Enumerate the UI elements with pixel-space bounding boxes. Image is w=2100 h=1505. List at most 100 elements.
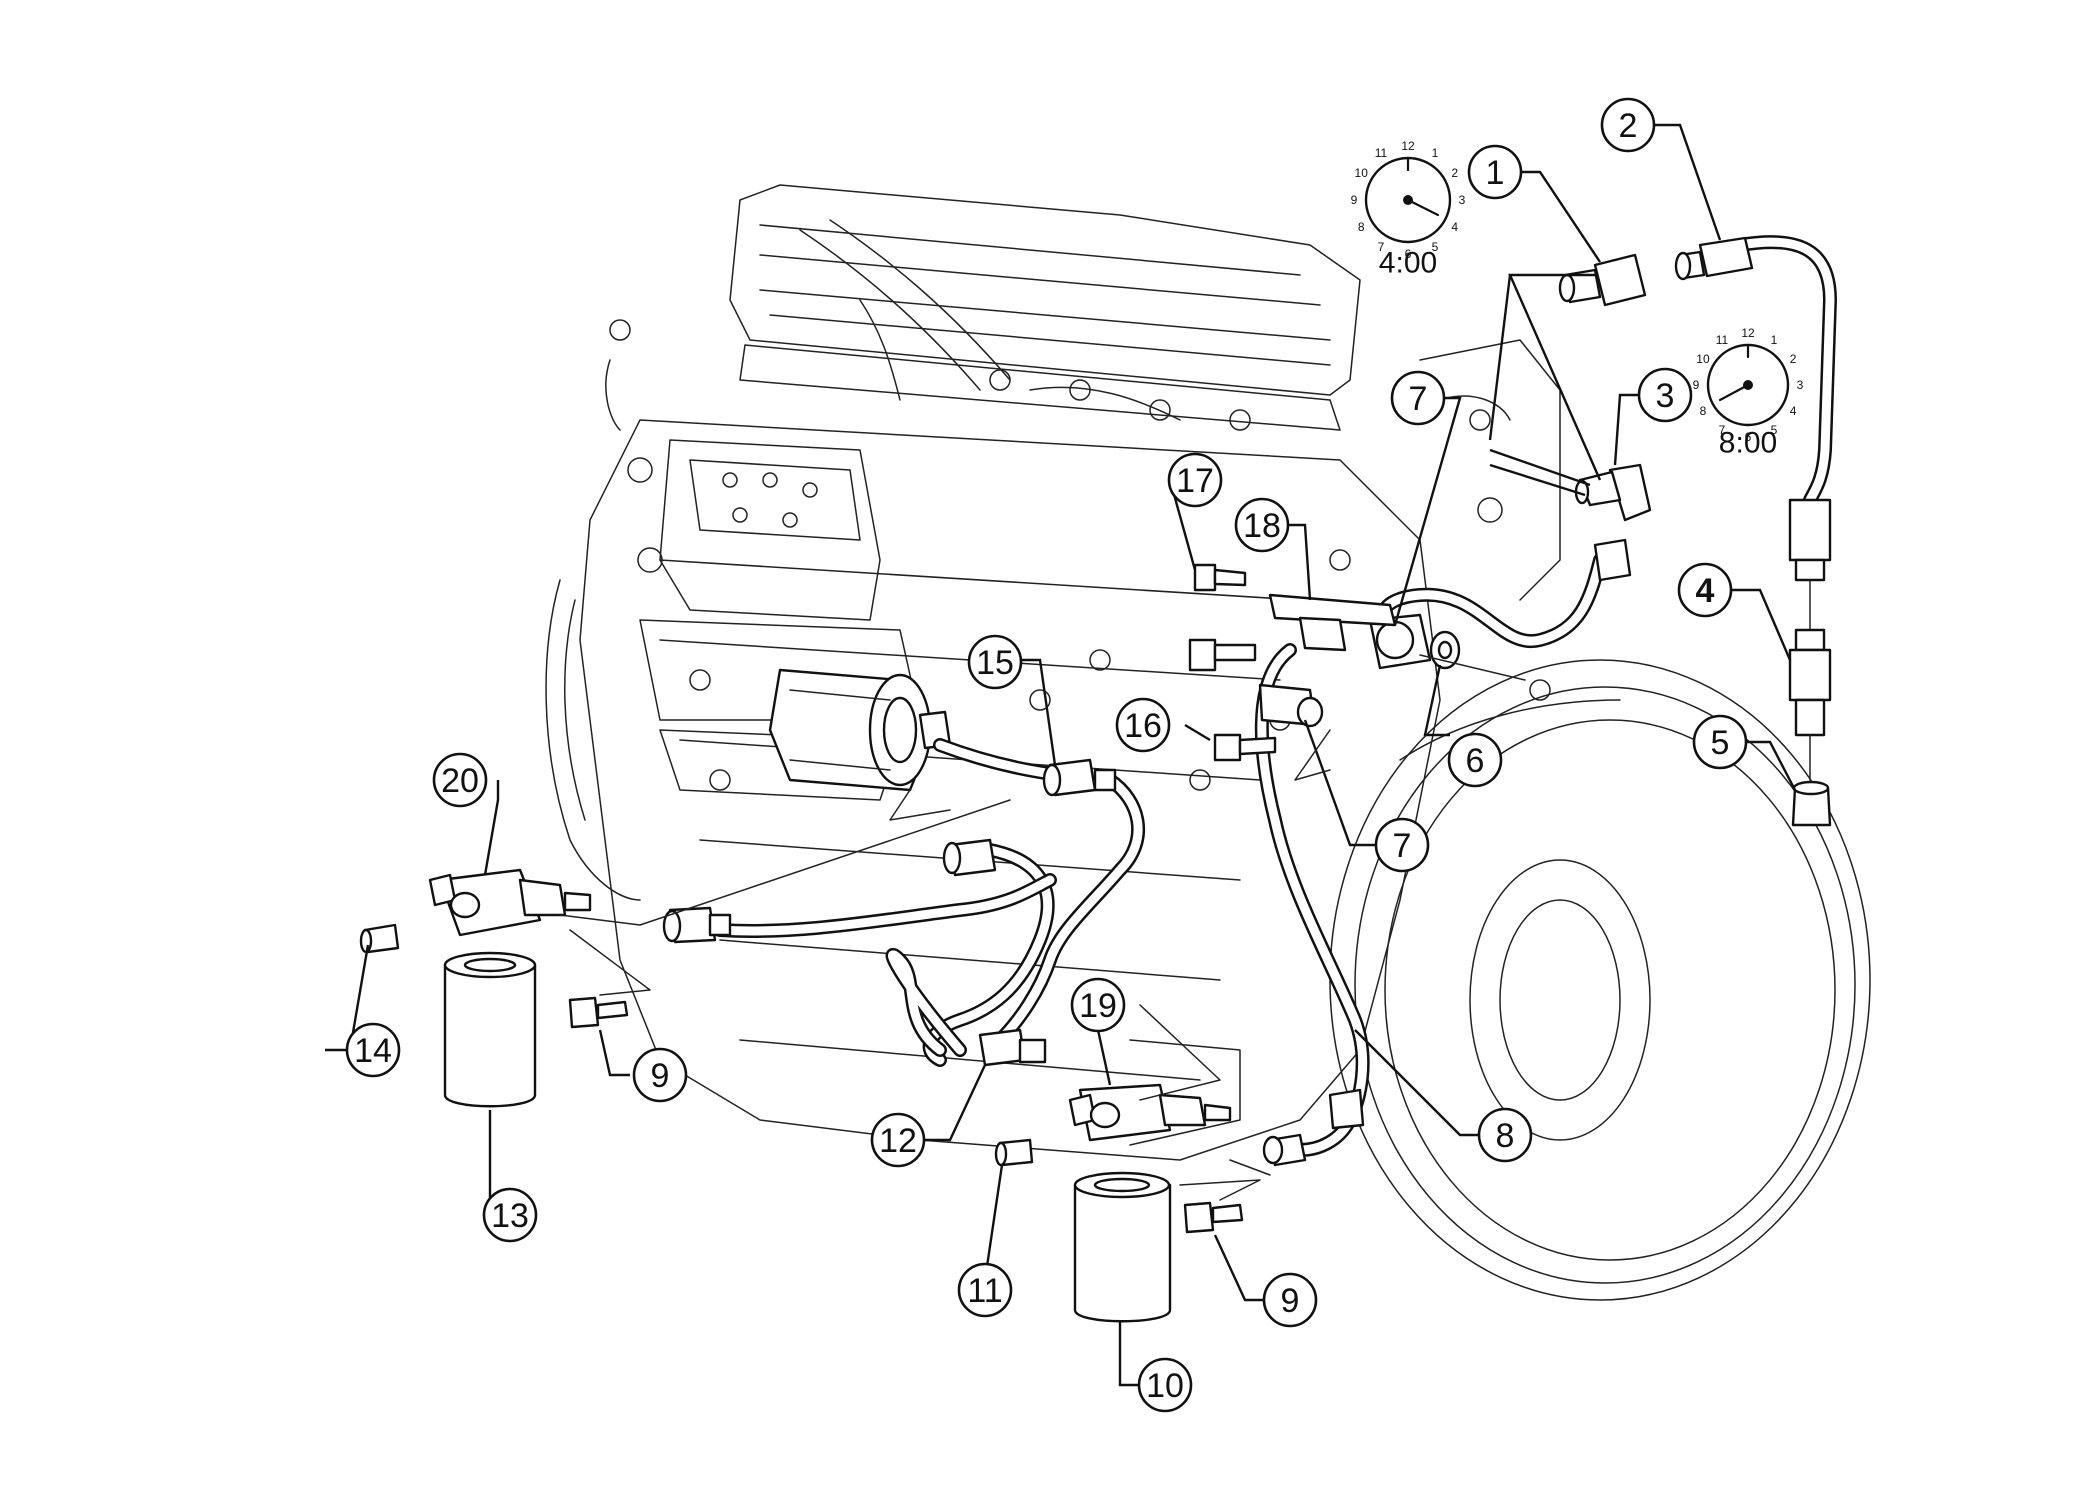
plug-11 xyxy=(994,1138,1034,1167)
clock-numeral: 2 xyxy=(1451,166,1458,180)
callout-circle xyxy=(1234,497,1290,553)
clock-numeral: 11 xyxy=(1375,146,1388,160)
fitting-mid xyxy=(942,838,997,877)
callout-circle xyxy=(1637,367,1693,423)
clock-upper-time: 4:00 xyxy=(1379,247,1437,280)
callout-number: 11 xyxy=(967,1272,1002,1310)
callout-c20: 20 xyxy=(432,752,488,808)
bolt-17 xyxy=(1193,563,1247,592)
callout-circle xyxy=(1477,1107,1533,1163)
callout-circle xyxy=(870,1112,926,1168)
callout-c9a: 9 xyxy=(632,1047,688,1103)
callout-number: 7 xyxy=(1393,827,1412,865)
clock-upper xyxy=(1364,156,1452,244)
clock-numeral: 6 xyxy=(1405,247,1412,261)
callout-number: 19 xyxy=(1079,987,1117,1025)
clock-numeral: 3 xyxy=(1459,193,1466,207)
clock-numeral: 8 xyxy=(1358,220,1365,234)
clock-lower-time: 8:00 xyxy=(1719,427,1777,460)
callout-circle xyxy=(967,634,1023,690)
callout-number: 9 xyxy=(651,1057,670,1095)
callout-number: 2 xyxy=(1619,107,1638,145)
leader-lines xyxy=(325,123,1797,1387)
callout-circle xyxy=(1374,817,1430,873)
callout-circle xyxy=(1167,452,1223,508)
connector-1 xyxy=(1558,253,1647,307)
fitting-12 xyxy=(978,1028,1047,1067)
plug-14 xyxy=(359,923,400,954)
callout-number: 13 xyxy=(491,1197,529,1235)
clock-numeral: 5 xyxy=(1432,240,1439,254)
bolt-9-right xyxy=(1183,1201,1244,1234)
callout-c14: 14 xyxy=(345,1022,401,1078)
union-fitting-4 xyxy=(1788,498,1832,781)
callout-circle xyxy=(1600,97,1656,153)
bolt-16 xyxy=(1213,733,1277,762)
callout-number: 5 xyxy=(1711,724,1730,762)
callout-c11: 11 xyxy=(957,1262,1013,1318)
clamp-7-lower xyxy=(1258,683,1324,728)
clock-lower xyxy=(1706,343,1790,427)
callout-circle xyxy=(1467,144,1523,200)
clock-numeral: 4 xyxy=(1790,404,1797,418)
reference-lines xyxy=(559,654,1526,1201)
elbow-fitting-3 xyxy=(1574,463,1652,582)
callout-number: 8 xyxy=(1496,1117,1515,1155)
clock-numeral: 2 xyxy=(1790,352,1797,366)
hose-20 xyxy=(713,873,1057,938)
hose-pump xyxy=(933,738,1067,782)
callout-circle xyxy=(345,1022,401,1078)
callout-c3: 3 xyxy=(1637,367,1693,423)
clock-numeral: 3 xyxy=(1797,378,1804,392)
callout-c5: 5 xyxy=(1692,714,1748,770)
callout-c9b: 9 xyxy=(1262,1272,1318,1328)
callout-c10: 10 xyxy=(1137,1357,1193,1413)
clock-numeral: 10 xyxy=(1355,166,1369,180)
fitting-20-hose xyxy=(662,906,732,944)
callout-number: 9 xyxy=(1281,1282,1300,1320)
callout-number: 20 xyxy=(441,762,479,800)
callout-circle xyxy=(1137,1357,1193,1413)
callout-circle xyxy=(632,1047,688,1103)
callout-circle xyxy=(1262,1272,1318,1328)
callout-number: 12 xyxy=(879,1122,917,1160)
callout-c4: 4 xyxy=(1677,562,1733,618)
callout-circle xyxy=(957,1262,1013,1318)
callout-c8: 8 xyxy=(1477,1107,1533,1163)
callout-circle xyxy=(1070,977,1126,1033)
hose-15 xyxy=(885,773,1145,1067)
callout-circle xyxy=(1677,562,1733,618)
filter-head-20 xyxy=(428,868,592,937)
callout-number: 15 xyxy=(976,644,1014,682)
clock-numeral: 6 xyxy=(1745,430,1752,444)
callout-c7b: 7 xyxy=(1374,817,1430,873)
callout-number: 4 xyxy=(1696,572,1715,610)
fitting-15 xyxy=(1042,758,1117,797)
callout-circle xyxy=(1390,370,1446,426)
callout-circle xyxy=(1115,697,1171,753)
engine-block-outline xyxy=(545,184,1561,1161)
callout-c7a: 7 xyxy=(1390,370,1446,426)
callout-c16: 16 xyxy=(1115,697,1171,753)
oil-pump-assembly xyxy=(768,668,952,792)
clock-numeral: 10 xyxy=(1696,352,1710,366)
oil-filter-10 xyxy=(1073,1171,1172,1323)
bolt-9-left xyxy=(568,996,629,1029)
callout-c12: 12 xyxy=(870,1112,926,1168)
hose-2 xyxy=(1733,235,1837,507)
clock-numeral: 5 xyxy=(1771,423,1778,437)
filter-head-19 xyxy=(1068,1083,1232,1142)
callout-c19: 19 xyxy=(1070,977,1126,1033)
callout-c15: 15 xyxy=(967,634,1023,690)
clamp-7-upper xyxy=(1368,613,1432,670)
fitting-2 xyxy=(1674,236,1754,281)
clock-numeral: 1 xyxy=(1432,146,1439,160)
clock-numeral: 12 xyxy=(1741,326,1755,340)
clock-numeral: 1 xyxy=(1771,333,1778,347)
callout-circle xyxy=(482,1187,538,1243)
bracket-18 xyxy=(1268,593,1397,652)
callout-circle xyxy=(1447,732,1503,788)
callout-c2: 2 xyxy=(1600,97,1656,153)
